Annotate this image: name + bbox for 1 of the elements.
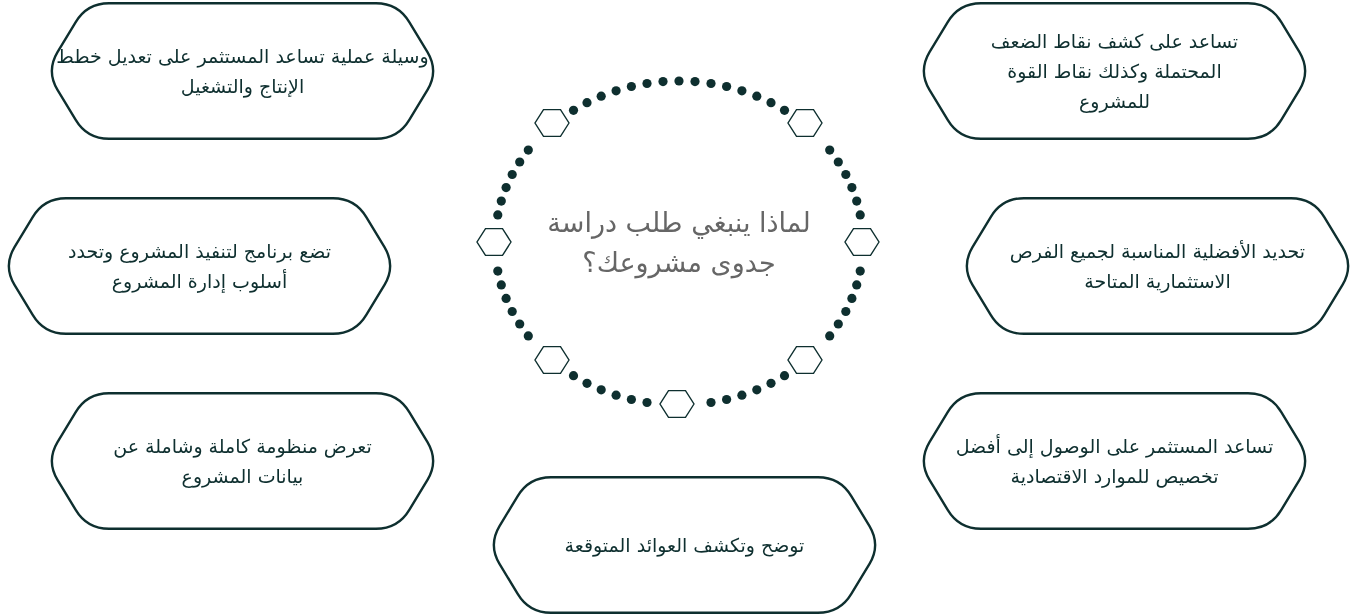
heading-text: لماذا ينبغي طلب دراسة جدوى مشروعك؟ — [514, 203, 844, 283]
